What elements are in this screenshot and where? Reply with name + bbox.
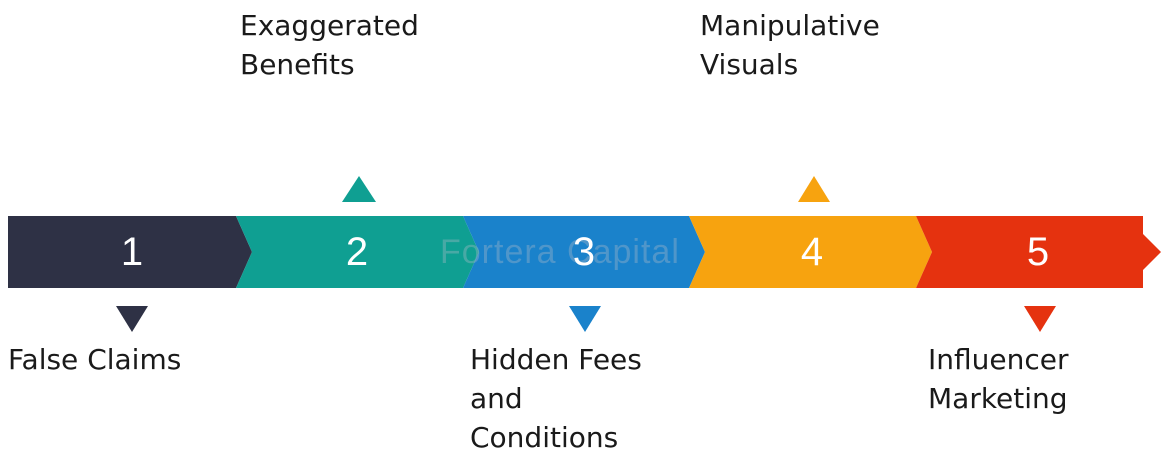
marker-4-up-triangle (798, 176, 830, 202)
step-label-2: Exaggerated Benefits (240, 9, 419, 81)
marker-2-up-triangle (342, 176, 376, 202)
step-number-2: 2 (345, 230, 369, 274)
marker-5-down-triangle (1024, 306, 1056, 332)
step-number-1: 1 (120, 230, 144, 274)
step-label-5: Influencer Marketing (928, 343, 1069, 415)
step-label-4: Manipulative Visuals (700, 9, 880, 81)
segment-4 (689, 216, 932, 288)
segment-2 (236, 216, 479, 288)
marker-1-down-triangle (116, 306, 148, 332)
step-number-4: 4 (800, 230, 824, 274)
step-label-1: False Claims (8, 343, 182, 376)
step-number-5: 5 (1026, 230, 1050, 274)
segment-3 (463, 216, 705, 288)
step-label-3: Hidden Fees and Conditions (470, 343, 642, 454)
segment-5 (916, 216, 1161, 288)
marker-3-down-triangle (569, 306, 601, 332)
segment-1 (8, 216, 252, 288)
step-number-3: 3 (572, 230, 596, 274)
